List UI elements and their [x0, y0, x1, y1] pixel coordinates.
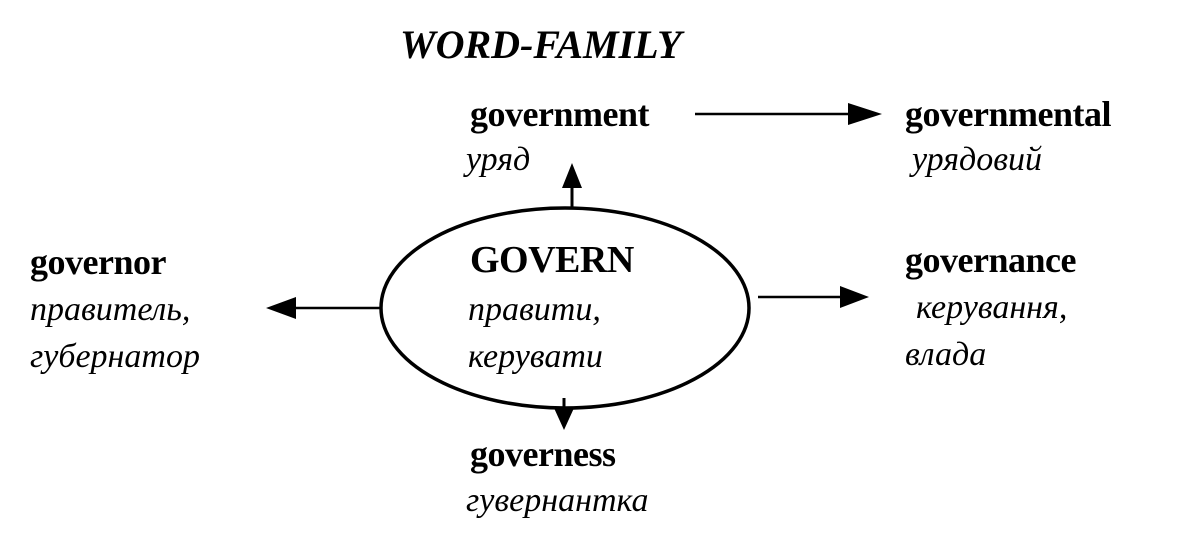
word-governmental: governmental [905, 94, 1111, 134]
gloss-governess: гувернантка [466, 482, 649, 519]
gloss-government: уряд [466, 141, 531, 178]
word-root-govern: GOVERN [470, 239, 634, 281]
word-governor: governor [30, 242, 166, 282]
gloss-root-line1: правити, [468, 291, 601, 328]
diagram-title: WORD-FAMILY [400, 22, 682, 67]
gloss-governance-line1: керування, [916, 289, 1068, 326]
word-governance: governance [905, 240, 1076, 280]
gloss-governor-line1: правитель, [30, 291, 191, 328]
word-governess: governess [470, 434, 616, 474]
arrow-root-to-governess [554, 398, 574, 430]
gloss-root-line2: керувати [468, 338, 603, 375]
gloss-governmental: урядовий [912, 141, 1042, 178]
gloss-governance-line2: влада [905, 336, 987, 373]
word-government: government [470, 94, 649, 134]
gloss-governor-line2: губернатор [30, 338, 200, 375]
arrow-root-to-governor [266, 297, 381, 319]
arrow-root-to-governance [758, 286, 869, 308]
arrow-root-to-government [562, 163, 582, 208]
arrow-government-to-governmental [695, 103, 882, 125]
